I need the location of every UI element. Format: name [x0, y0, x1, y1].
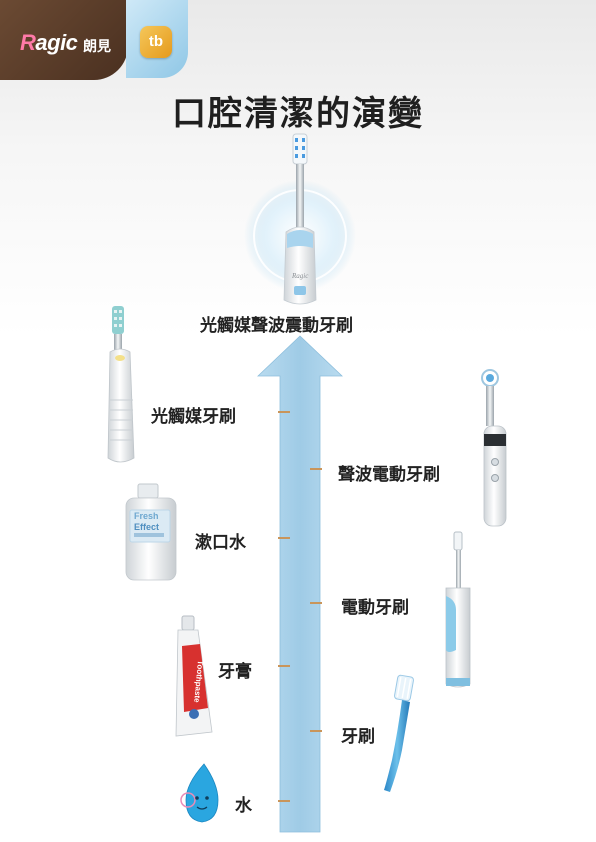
toothpaste-tube-image: Toothpaste [175, 615, 213, 737]
tb-badge-icon[interactable]: tb [140, 26, 172, 58]
tick-mouthwash [278, 537, 290, 539]
brand-logo-block[interactable]: Ragic 朗見 [0, 0, 128, 80]
label-mouthwash: 漱口水 [195, 533, 246, 552]
water-drop-image [180, 763, 219, 823]
tick-photo [278, 411, 290, 413]
brand-logo-initial: R [20, 30, 36, 55]
mouthwash-name: Effect [134, 522, 159, 532]
label-electric: 電動牙刷 [341, 598, 409, 617]
label-photocatalyst: 光觸媒牙刷 [151, 407, 236, 426]
arrow-shape [258, 336, 342, 832]
tick-electric [310, 602, 322, 604]
hero-toothbrush-image: Ragic [244, 133, 356, 305]
mouthwash-brand: Fresh [134, 511, 159, 521]
label-sonic-electric: 聲波電動牙刷 [338, 465, 440, 484]
tick-toothpaste [278, 665, 290, 667]
header-bar: Ragic 朗見 tb [0, 0, 596, 82]
sonic-electric-toothbrush-image [481, 369, 507, 527]
photocatalyst-toothbrush-image [107, 306, 135, 463]
mouthwash-bottle-image: Fresh Effect [125, 483, 177, 581]
manual-toothbrush-image [384, 674, 414, 792]
tick-toothbrush [310, 730, 322, 732]
electric-toothbrush-image [445, 531, 471, 688]
toothpaste-brand: Toothpaste [192, 660, 205, 704]
page-title: 口腔清潔的演變 [172, 95, 424, 133]
label-water: 水 [235, 796, 252, 815]
label-toothpaste: 牙膏 [218, 662, 252, 681]
hero-brand-mark: Ragic [291, 272, 309, 280]
label-toothbrush: 牙刷 [341, 727, 375, 746]
tick-sonic [310, 468, 322, 470]
brand-logo: Ragic [20, 30, 78, 55]
brand-name: 朗見 [83, 38, 111, 54]
tick-water [278, 800, 290, 802]
label-photocatalyst-sonic: 光觸媒聲波震動牙刷 [200, 316, 353, 335]
